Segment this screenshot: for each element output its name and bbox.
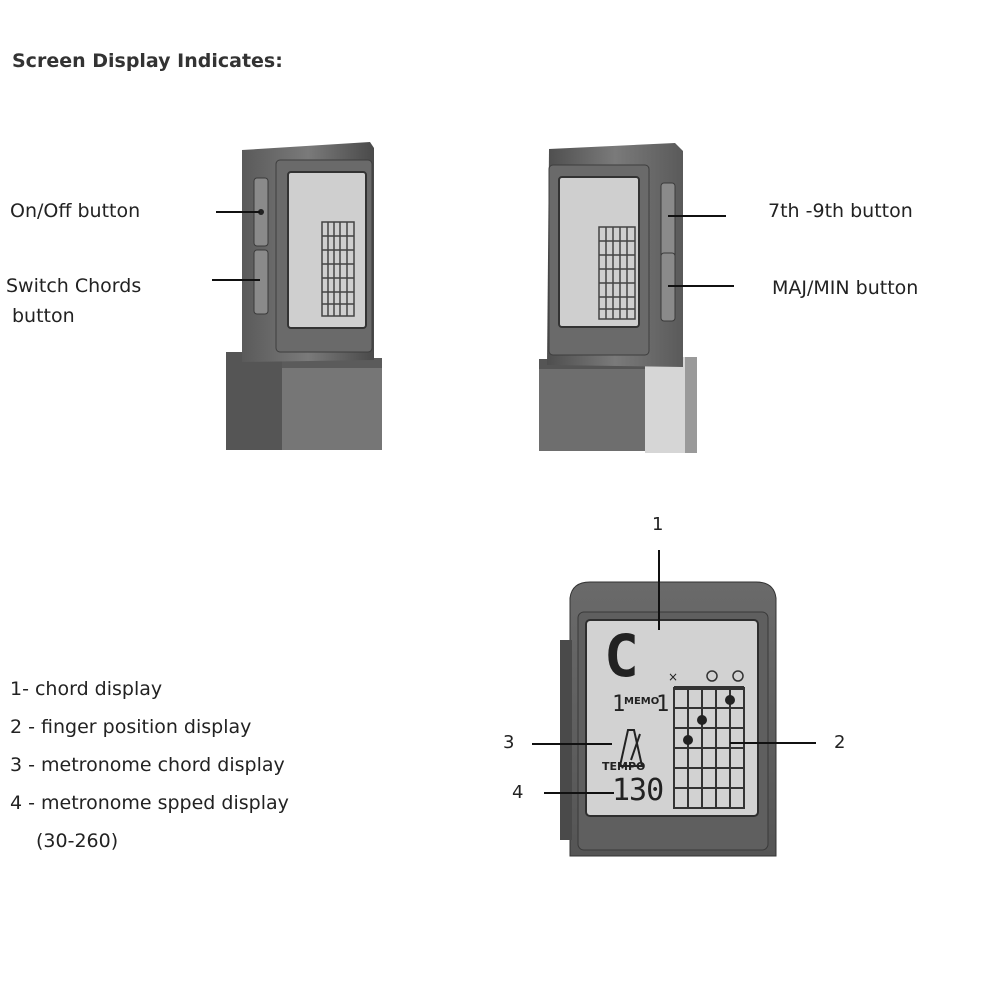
switch-chords-line2: button [12,305,75,327]
switch-chords-button-label: Switch Chords button [6,271,141,331]
callout-number-4: 4 [512,782,524,803]
callout-number-3: 3 [503,732,515,753]
callout-number-1: 1 [652,514,664,535]
page-heading: Screen Display Indicates: [12,50,283,72]
chord-display-letter: C [604,622,639,690]
memo-right-digit: 1 [656,692,670,717]
memo-label: MEMO [624,696,660,707]
callout-number-2: 2 [834,732,846,753]
display-closeup-illustration [560,581,777,857]
legend-list: 1- chord display 2 - finger position dis… [10,674,289,864]
legend-item-4: 4 - metronome spped display [10,792,289,814]
maj-min-button-label: MAJ/MIN button [772,277,919,299]
tempo-label: TEMPO [602,760,646,773]
string-mark-muted: × [668,670,679,684]
tempo-value: 130 [612,773,664,808]
legend-item-2: 2 - finger position display [10,716,252,738]
legend-item-3: 3 - metronome chord display [10,754,285,776]
switch-chords-line1: Switch Chords [6,275,142,297]
left-device-illustration [226,142,382,450]
on-off-button-label: On/Off button [10,200,141,222]
right-device-illustration [539,143,697,453]
legend-item-1: 1- chord display [10,678,163,700]
legend-item-range: (30-260) [36,830,119,852]
memo-left-digit: 1 [612,692,626,717]
metronome-icon [618,729,644,767]
seventh-ninth-button-label: 7th -9th button [768,200,913,222]
